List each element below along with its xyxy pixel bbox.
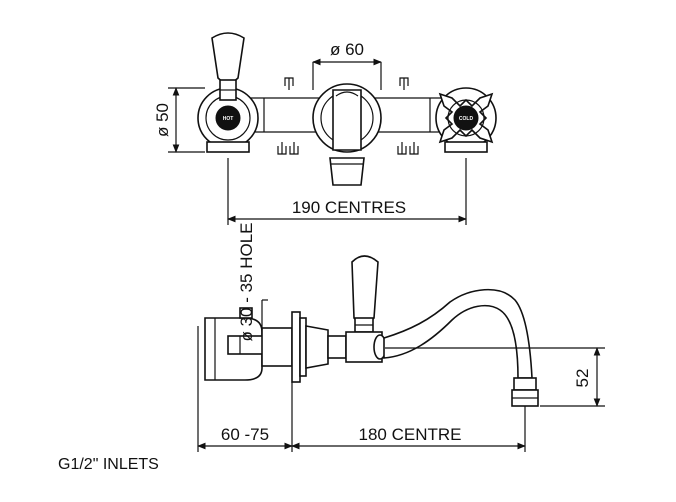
- hot-label: HOT: [223, 116, 234, 122]
- wall-body: [204, 307, 293, 381]
- inlets-note: G1/2" INLETS: [58, 456, 159, 473]
- height-label: 52: [573, 369, 592, 388]
- valve-diameter-label: ø 50: [153, 103, 172, 137]
- cold-crosshead-valve: COLD: [435, 87, 497, 153]
- dimension-centres: 190 CENTRES: [227, 158, 467, 225]
- top-view: HOT COLD ø 60: [153, 32, 497, 225]
- hot-lever-valve: HOT: [197, 32, 259, 153]
- dimension-reach: 180 CENTRE: [291, 406, 526, 452]
- dimension-spout-diameter: ø 60: [312, 40, 382, 90]
- reach-label: 180 CENTRE: [359, 425, 462, 444]
- wall-plate: [291, 311, 347, 383]
- mounting-clips: [277, 77, 419, 155]
- cold-indicator-icon: [453, 105, 479, 131]
- dimension-hole: ø 30 - 35 HOLE: [237, 222, 268, 342]
- side-view: ø 30 - 35 HOLE 60 -75 180 CENTRE 52: [197, 222, 605, 452]
- dimension-valve-diameter: ø 50: [153, 87, 205, 153]
- spout-diameter-label: ø 60: [330, 40, 364, 59]
- dimension-depth: 60 -75: [197, 326, 293, 452]
- dimension-height: 52: [385, 347, 605, 407]
- spout-top: [312, 83, 382, 186]
- hole-label: ø 30 - 35 HOLE: [237, 222, 256, 341]
- centres-label: 190 CENTRES: [292, 198, 406, 217]
- depth-label: 60 -75: [221, 425, 269, 444]
- lever-handle-side: [345, 255, 387, 363]
- hot-indicator-icon: [215, 105, 241, 131]
- cold-label: COLD: [459, 116, 474, 122]
- spout-arm: [383, 288, 539, 407]
